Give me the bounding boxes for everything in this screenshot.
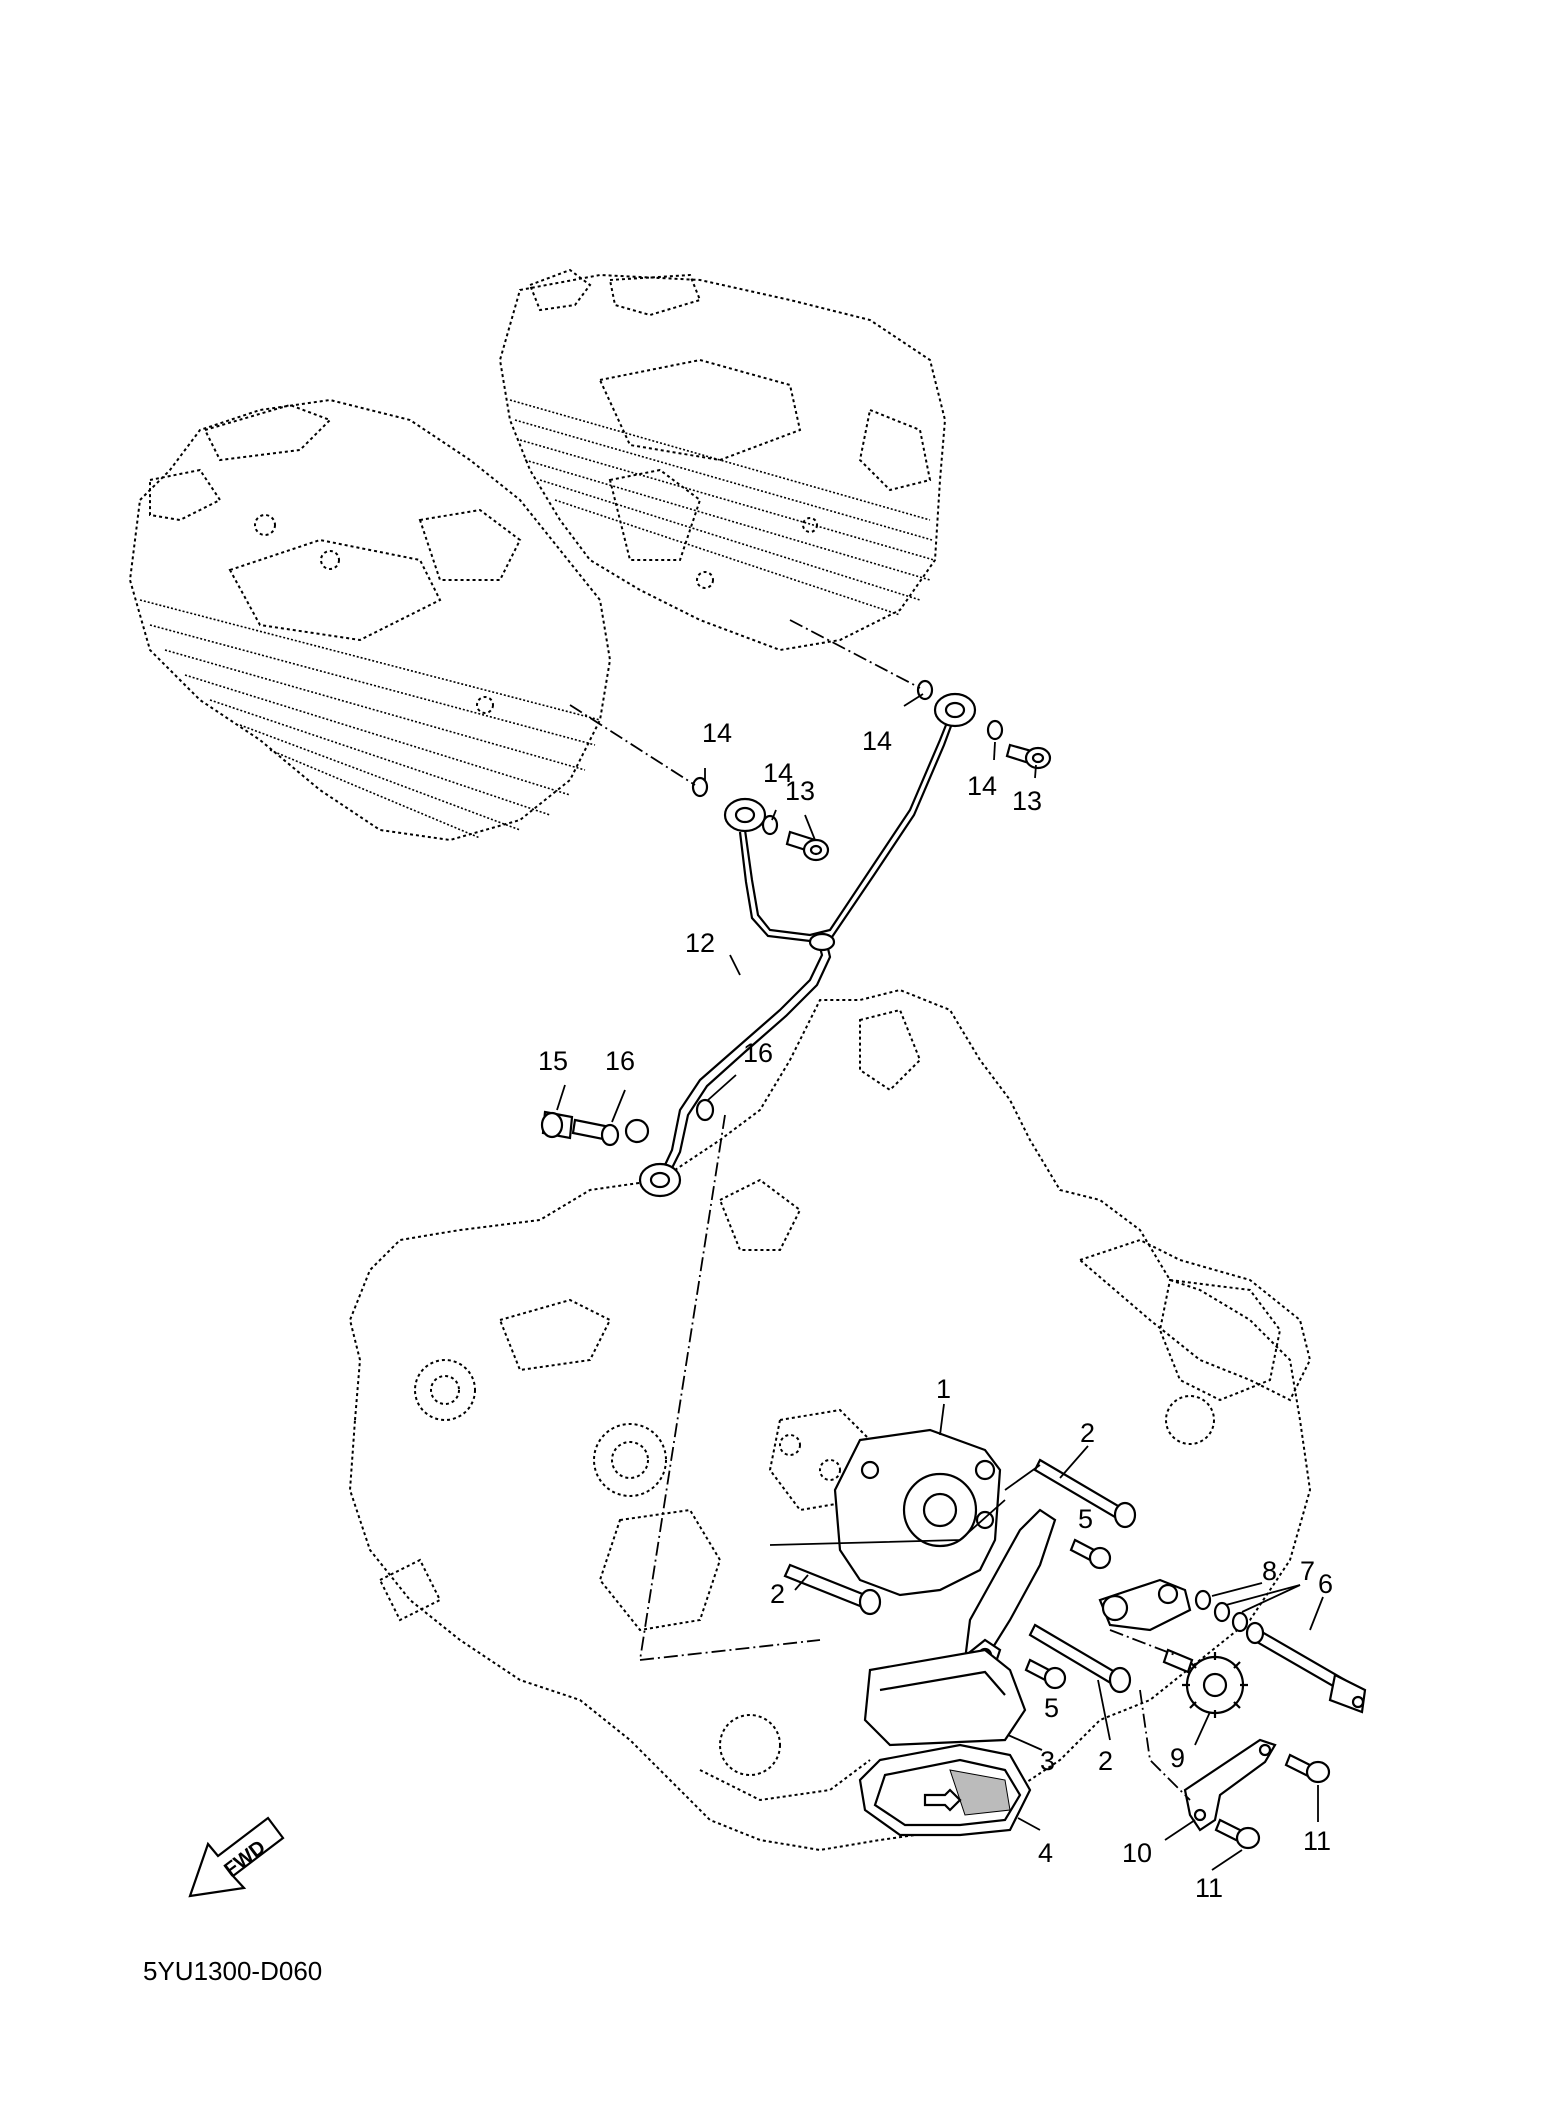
washer-14-b [761,814,779,836]
union-bolt-15 [540,1110,612,1142]
callout-9[interactable]: 9 [1170,1743,1185,1773]
diagram-code: 5YU1300-D060 [143,1956,322,1986]
front-cylinder-head [128,398,612,842]
pump-centerlines [769,1464,1191,1801]
banjo-fittings [638,692,977,1198]
union-bolt-13-left [785,830,830,862]
screws-11 [1214,1753,1331,1850]
o-ring-7-a [1213,1601,1231,1623]
callout-2-left[interactable]: 2 [770,1579,785,1609]
callout-16-a[interactable]: 16 [605,1046,635,1076]
o-rings [1194,1589,1249,1633]
callout-15[interactable]: 15 [538,1046,568,1076]
union-bolt-13-right [1005,743,1052,770]
pipe-junction [808,932,836,952]
washer-14-d [986,719,1004,741]
callout-5-top[interactable]: 5 [1078,1504,1093,1534]
o-ring-7-b [1231,1611,1249,1633]
callout-11-bottom[interactable]: 11 [1195,1873,1223,1903]
oil-delivery-pipe [664,714,956,1169]
callout-13-right[interactable]: 13 [1012,786,1042,816]
callout-3[interactable]: 3 [1040,1746,1055,1776]
callout-12[interactable]: 12 [685,928,715,958]
bolts-2 [783,1458,1137,1694]
centerlines [569,619,921,1661]
crankcase [348,988,1312,1852]
fwd-arrow: FWD [188,1816,285,1898]
oil-strainer [863,1648,1027,1747]
oil-pump-assembly [833,1428,1057,1692]
washer-14-a [691,776,709,798]
crush-washer [624,1118,650,1144]
callout-7[interactable]: 7 [1300,1556,1315,1586]
callout-2-bottom[interactable]: 2 [1098,1746,1113,1776]
callout-8[interactable]: 8 [1262,1556,1277,1586]
callout-5-bottom[interactable]: 5 [1044,1693,1059,1723]
strainer-screen [858,1743,1032,1837]
callout-16-b[interactable]: 16 [743,1038,773,1068]
drive-gear [1162,1648,1248,1718]
callout-13-left[interactable]: 13 [785,776,815,806]
o-ring-8 [1194,1589,1212,1611]
callout-4[interactable]: 4 [1038,1838,1053,1868]
leader-lines [556,693,1324,1871]
washer-16-b [695,1098,715,1122]
bolts-5 [1024,1538,1112,1690]
callout-14-b[interactable]: 14 [763,758,793,788]
callout-6[interactable]: 6 [1318,1569,1333,1599]
callout-14-a[interactable]: 14 [702,718,732,748]
plate-10 [1183,1738,1277,1832]
washer-16-a [600,1123,620,1147]
pump-drive-shaft [1098,1578,1367,1714]
callout-14-c[interactable]: 14 [862,726,892,756]
callout-1[interactable]: 1 [936,1374,951,1404]
callout-2-top[interactable]: 2 [1080,1418,1095,1448]
bolts-and-washers [540,679,1052,1147]
callout-11-right[interactable]: 11 [1303,1826,1331,1856]
callout-labels: 1 2 2 2 3 4 5 5 6 7 8 9 10 11 11 12 13 1… [538,718,1333,1903]
rear-cylinder-head [498,268,947,652]
callout-10[interactable]: 10 [1122,1838,1152,1868]
callout-14-d[interactable]: 14 [967,771,997,801]
